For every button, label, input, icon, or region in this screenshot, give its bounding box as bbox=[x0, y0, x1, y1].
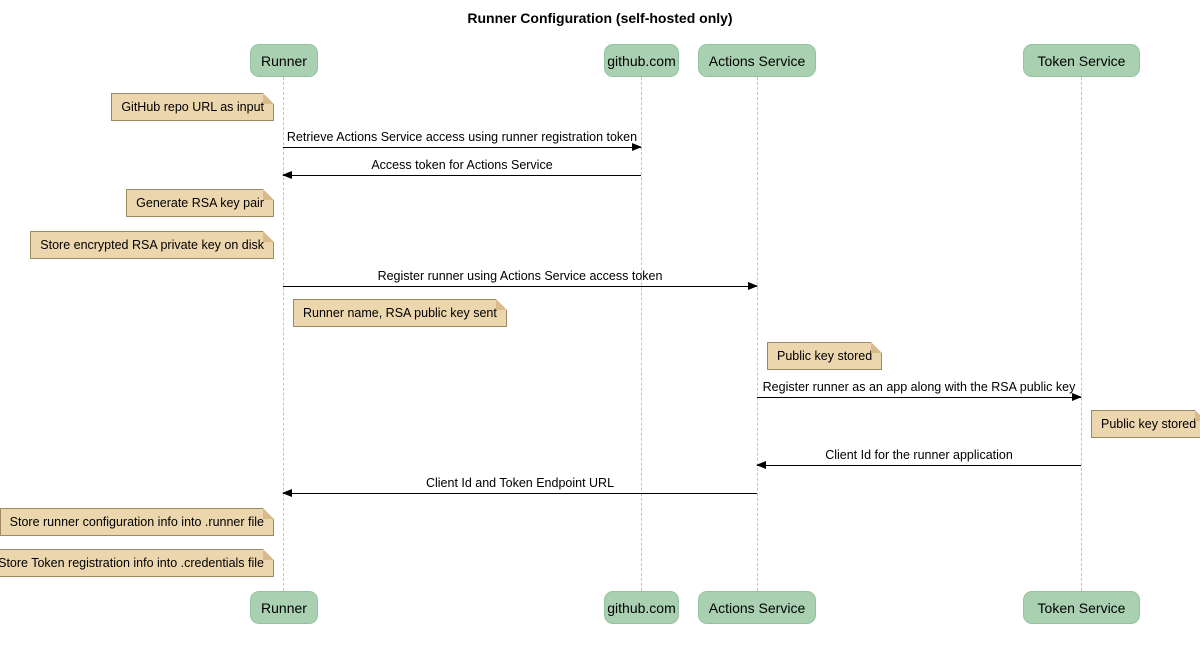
lifeline-runner bbox=[283, 77, 284, 591]
arrowhead-right-icon bbox=[1072, 393, 1082, 401]
participant-github-top: github.com bbox=[604, 44, 679, 77]
lifeline-github bbox=[641, 77, 642, 591]
participant-github-bottom: github.com bbox=[604, 591, 679, 624]
message-label: Retrieve Actions Service access using ru… bbox=[286, 130, 638, 144]
arrowhead-left-icon bbox=[756, 461, 766, 469]
arrowhead-left-icon bbox=[282, 171, 292, 179]
message-line bbox=[283, 282, 758, 290]
participant-actions-service-top: Actions Service bbox=[698, 44, 816, 77]
message-line bbox=[756, 461, 1081, 469]
participant-token-service-bottom: Token Service bbox=[1023, 591, 1140, 624]
message-label: Client Id for the runner application bbox=[825, 448, 1013, 462]
lifeline-token-service bbox=[1081, 77, 1082, 591]
lifeline-actions-service bbox=[757, 77, 758, 591]
note-public-key-stored-actions: Public key stored bbox=[767, 342, 883, 370]
message-register-runner: Register runner using Actions Service ac… bbox=[283, 269, 758, 290]
message-line bbox=[283, 143, 642, 151]
arrowhead-right-icon bbox=[632, 143, 642, 151]
message-label: Client Id and Token Endpoint URL bbox=[425, 476, 615, 490]
participant-runner-top: Runner bbox=[250, 44, 318, 77]
message-label: Access token for Actions Service bbox=[371, 158, 553, 172]
note-runner-name-sent: Runner name, RSA public key sent bbox=[293, 299, 507, 327]
arrowhead-right-icon bbox=[748, 282, 758, 290]
message-line bbox=[282, 489, 757, 497]
participant-runner-bottom: Runner bbox=[250, 591, 318, 624]
participant-token-service-top: Token Service bbox=[1023, 44, 1140, 77]
message-line bbox=[282, 171, 641, 179]
message-line bbox=[757, 393, 1082, 401]
diagram-title: Runner Configuration (self-hosted only) bbox=[467, 10, 733, 26]
note-store-private-key: Store encrypted RSA private key on disk bbox=[30, 231, 274, 259]
message-register-runner-app: Register runner as an app along with the… bbox=[757, 380, 1082, 401]
message-client-id-endpoint: Client Id and Token Endpoint URL bbox=[282, 476, 757, 497]
message-retrieve-actions-access: Retrieve Actions Service access using ru… bbox=[283, 130, 642, 151]
message-label: Register runner as an app along with the… bbox=[762, 380, 1076, 394]
message-label: Register runner using Actions Service ac… bbox=[377, 269, 663, 283]
note-public-key-stored-token: Public key stored bbox=[1091, 410, 1200, 438]
note-github-repo-url: GitHub repo URL as input bbox=[111, 93, 274, 121]
note-generate-rsa-key: Generate RSA key pair bbox=[126, 189, 274, 217]
arrowhead-left-icon bbox=[282, 489, 292, 497]
message-client-id-returned: Client Id for the runner application bbox=[756, 448, 1081, 469]
participant-actions-service-bottom: Actions Service bbox=[698, 591, 816, 624]
message-access-token-returned: Access token for Actions Service bbox=[282, 158, 641, 179]
note-store-runner-file: Store runner configuration info into .ru… bbox=[0, 508, 275, 536]
note-store-credentials-file: Store Token registration info into .cred… bbox=[0, 549, 274, 577]
